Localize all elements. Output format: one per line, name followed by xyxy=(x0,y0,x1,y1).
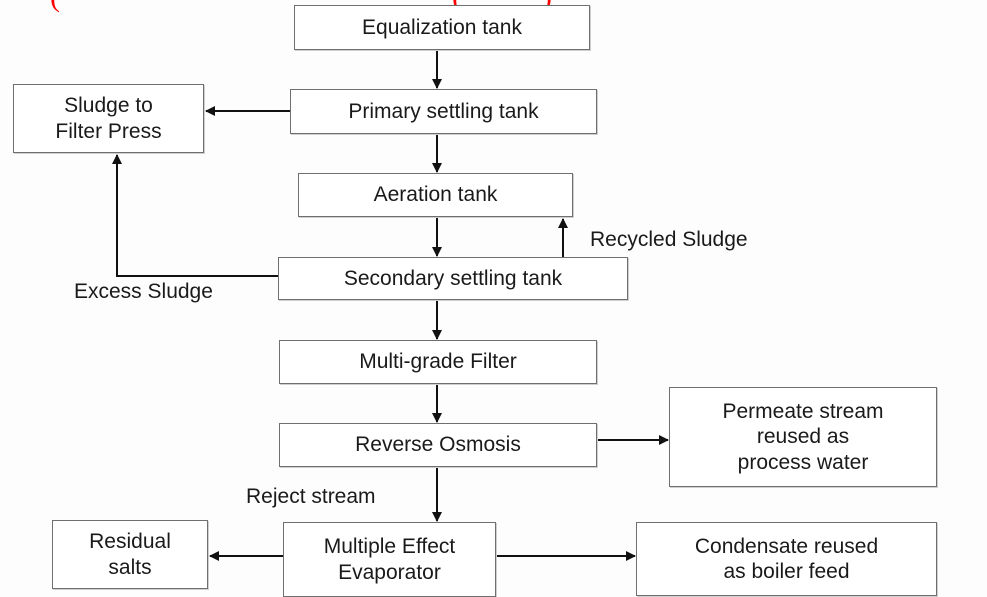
node-residual-salts: Residual salts xyxy=(52,520,208,589)
node-label-line: reused as xyxy=(756,425,850,449)
node-reverse-osmosis: Reverse Osmosis xyxy=(279,423,597,467)
node-label-line: as boiler feed xyxy=(723,560,850,583)
node-secondary-settling-tank: Secondary settling tank xyxy=(278,257,628,300)
node-label-line: Permeate stream xyxy=(722,400,884,424)
node-primary-settling-tank: Primary settling tank xyxy=(290,89,597,134)
node-label: Secondary settling tank xyxy=(343,266,563,290)
node-permeate-stream: Permeate stream reused as process water xyxy=(669,387,937,487)
node-aeration-tank: Aeration tank xyxy=(298,173,573,217)
node-label-line: salts xyxy=(108,555,152,579)
node-label-line: Condensate reused xyxy=(694,534,879,558)
edge-label-recycled-sludge: Recycled Sludge xyxy=(590,228,748,251)
node-label: Reverse Osmosis xyxy=(355,433,521,457)
node-label-line: Sludge to xyxy=(64,94,153,118)
node-multiple-effect-evaporator: Multiple Effect Evaporator xyxy=(283,522,496,597)
node-label: Aeration tank xyxy=(373,183,498,207)
node-sludge-to-filter-press: Sludge to Filter Press xyxy=(13,84,204,153)
node-label-line: Filter Press xyxy=(55,119,162,143)
edge-label-reject-stream: Reject stream xyxy=(246,485,376,508)
node-multi-grade-filter: Multi-grade Filter xyxy=(279,340,597,384)
node-label: Primary settling tank xyxy=(348,99,539,123)
edge-label-excess-sludge: Excess Sludge xyxy=(74,280,213,303)
edge-excess-sludge xyxy=(112,154,278,277)
node-label-line: Residual xyxy=(89,530,171,554)
node-label-line: process water xyxy=(737,450,869,474)
node-label: Equalization tank xyxy=(362,15,522,39)
node-label-line: Multiple Effect xyxy=(323,535,456,559)
node-condensate-reused: Condensate reused as boiler feed xyxy=(636,522,937,596)
node-label-line: Evaporator xyxy=(338,560,441,584)
node-label: Multi-grade Filter xyxy=(359,350,517,374)
title-fragment-left: ( xyxy=(50,0,60,12)
node-equalization-tank: Equalization tank xyxy=(294,5,590,50)
